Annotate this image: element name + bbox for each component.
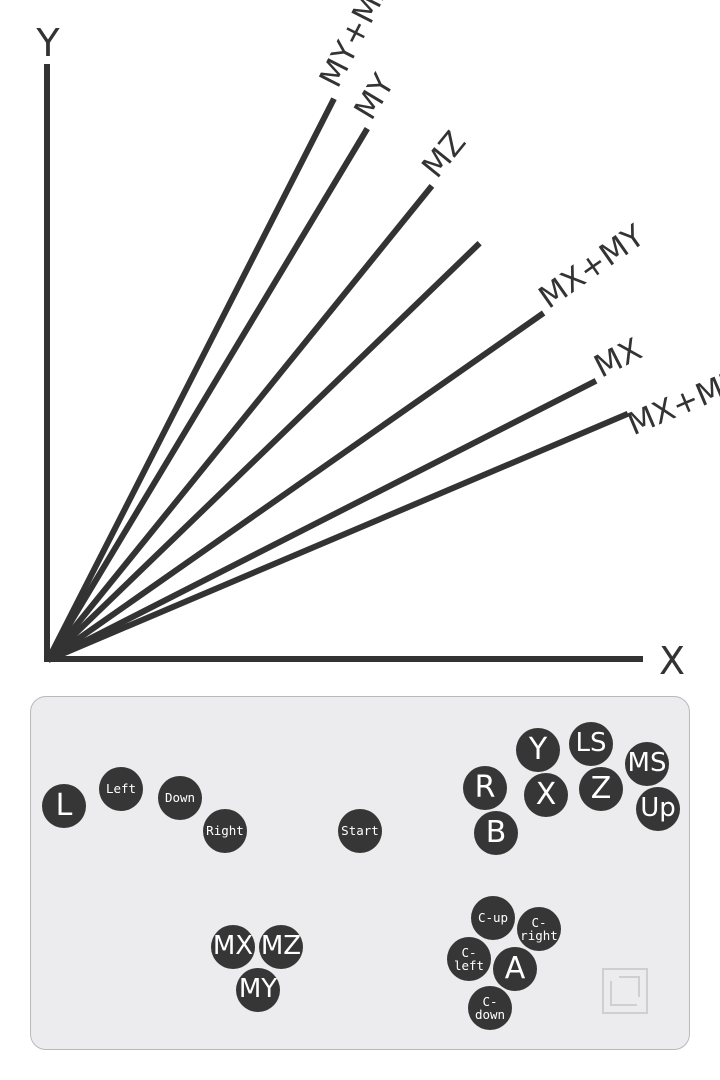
ray-label: MY — [347, 68, 401, 126]
ray-line — [46, 378, 598, 663]
ray-label: MX+MZ — [622, 362, 720, 443]
button-mx[interactable]: MX — [211, 925, 255, 969]
controller-layout: L Left Down Right Start R Y LS MS X Z Up… — [30, 696, 690, 1050]
ray-line — [45, 241, 482, 663]
button-ms[interactable]: MS — [625, 742, 669, 786]
ray-label: MX+MY — [532, 218, 651, 316]
x-axis-label: X — [659, 639, 685, 680]
button-my[interactable]: MY — [236, 968, 280, 1012]
button-down[interactable]: Down — [158, 776, 202, 820]
button-z[interactable]: Z — [579, 767, 623, 811]
ray-line — [46, 310, 546, 663]
button-c-up[interactable]: C-up — [471, 896, 515, 940]
button-start[interactable]: Start — [338, 809, 382, 853]
button-mz[interactable]: MZ — [259, 925, 303, 969]
button-c-right[interactable]: C- right — [517, 907, 561, 951]
ray-line — [45, 127, 370, 662]
button-a[interactable]: A — [493, 947, 537, 991]
ray-label: MX — [589, 331, 648, 385]
button-c-down[interactable]: C- down — [468, 986, 512, 1030]
button-left[interactable]: Left — [99, 767, 143, 811]
ray-line — [45, 97, 337, 662]
button-x[interactable]: X — [524, 773, 568, 817]
button-r[interactable]: R — [463, 766, 507, 810]
button-y[interactable]: Y — [516, 728, 560, 772]
ray-label: MZ — [415, 125, 473, 185]
ray-line — [46, 411, 630, 663]
ray-line — [45, 184, 435, 662]
button-ls[interactable]: LS — [569, 722, 613, 766]
button-right[interactable]: Right — [203, 809, 247, 853]
button-b[interactable]: B — [474, 811, 518, 855]
y-axis-label: Y — [35, 21, 60, 65]
button-l[interactable]: L — [42, 784, 86, 828]
logo-mark-icon — [602, 968, 648, 1014]
button-up[interactable]: Up — [636, 787, 680, 831]
button-c-left[interactable]: C- left — [447, 937, 491, 981]
